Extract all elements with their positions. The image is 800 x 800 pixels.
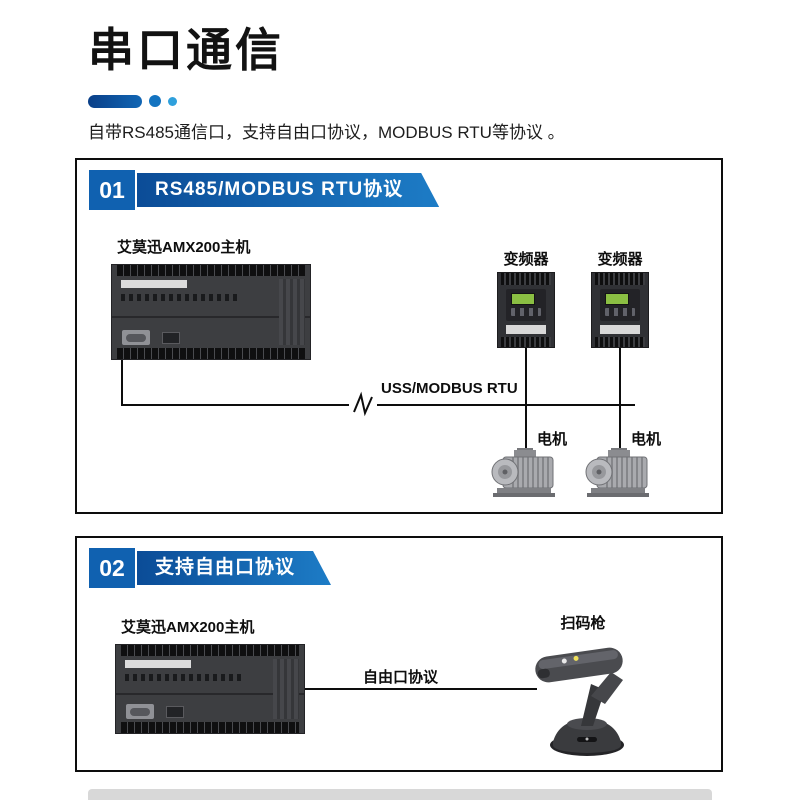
- free-protocol-line: [305, 688, 537, 690]
- plc-device-1: [111, 264, 311, 360]
- inverter-control-panel: [600, 289, 640, 321]
- plc-seam: [116, 692, 304, 695]
- plc-db9-port: [126, 704, 154, 719]
- inverter-top-vents: [595, 273, 645, 285]
- decoration-dot-small: [168, 96, 177, 106]
- inverter-1-label: 变频器: [503, 251, 549, 268]
- free-protocol-label: 自由口协议: [363, 669, 439, 686]
- inverter-keys: [605, 308, 635, 316]
- section-2-number-badge: 02: [89, 548, 135, 588]
- plc-brand-strip: [121, 280, 187, 288]
- inverter-lcd: [605, 293, 629, 305]
- section-1-number-badge: 01: [89, 170, 135, 210]
- page-title: 串口通信: [88, 24, 284, 76]
- decoration-pill: [88, 94, 142, 108]
- plc-seam: [112, 315, 310, 318]
- plc-drop-line: [121, 360, 123, 404]
- plc-comm-port: [162, 332, 180, 344]
- section-2-ribbon: 02 支持自由口协议: [89, 548, 331, 588]
- inverter-label-strip: [600, 325, 640, 334]
- next-section-edge: [88, 789, 712, 800]
- inverter-device-2: [591, 272, 649, 348]
- plc-label-2: 艾莫迅AMX200主机: [121, 619, 255, 636]
- plc-bottom-terminals: [117, 348, 305, 359]
- motor-device-1: [491, 448, 555, 497]
- plc-brand-strip: [125, 660, 191, 668]
- inverter-bottom-vents: [501, 337, 551, 347]
- line-break-zigzag-icon: [349, 388, 377, 420]
- section-free-protocol: 02 支持自由口协议 自由口协议 艾莫迅AMX200主机 扫码枪: [75, 536, 723, 772]
- section-2-heading: 支持自由口协议: [137, 551, 331, 585]
- page-subtitle: 自带RS485通信口，支持自由口协议，MODBUS RTU等协议 。: [88, 123, 565, 142]
- inverter-2-label: 变频器: [597, 251, 643, 268]
- bus-protocol-label: USS/MODBUS RTU: [381, 380, 518, 397]
- section-rs485-modbus: 01 RS485/MODBUS RTU协议 USS/MODBUS RTU 艾莫迅…: [75, 158, 723, 514]
- title-decoration: [88, 94, 177, 108]
- motor-2-label: 电机: [631, 431, 662, 448]
- motor-device-2: [585, 448, 649, 497]
- inverter-control-panel: [506, 289, 546, 321]
- inverter-top-vents: [501, 273, 551, 285]
- plc-side-vents: [279, 279, 305, 345]
- plc-side-vents: [273, 659, 299, 719]
- inverter-lcd: [511, 293, 535, 305]
- plc-bottom-terminals: [121, 722, 299, 733]
- barcode-scanner-device: [535, 647, 624, 756]
- inverter-1-drop-line: [525, 348, 527, 448]
- plc-db9-port: [122, 330, 150, 345]
- plc-led-indicators: [121, 294, 239, 301]
- plc-top-terminals: [117, 265, 305, 276]
- plc-label-1: 艾莫迅AMX200主机: [117, 239, 251, 256]
- inverter-2-drop-line: [619, 348, 621, 448]
- inverter-keys: [511, 308, 541, 316]
- inverter-label-strip: [506, 325, 546, 334]
- motor-1-label: 电机: [537, 431, 568, 448]
- decoration-dot-large: [149, 95, 161, 107]
- plc-device-2: [115, 644, 305, 734]
- inverter-device-1: [497, 272, 555, 348]
- plc-top-terminals: [121, 645, 299, 656]
- section-1-heading: RS485/MODBUS RTU协议: [137, 173, 439, 207]
- bus-line: [121, 404, 635, 406]
- plc-comm-port: [166, 706, 184, 718]
- scanner-label: 扫码枪: [560, 615, 606, 632]
- inverter-bottom-vents: [595, 337, 645, 347]
- section-1-ribbon: 01 RS485/MODBUS RTU协议: [89, 170, 439, 210]
- plc-led-indicators: [125, 674, 243, 681]
